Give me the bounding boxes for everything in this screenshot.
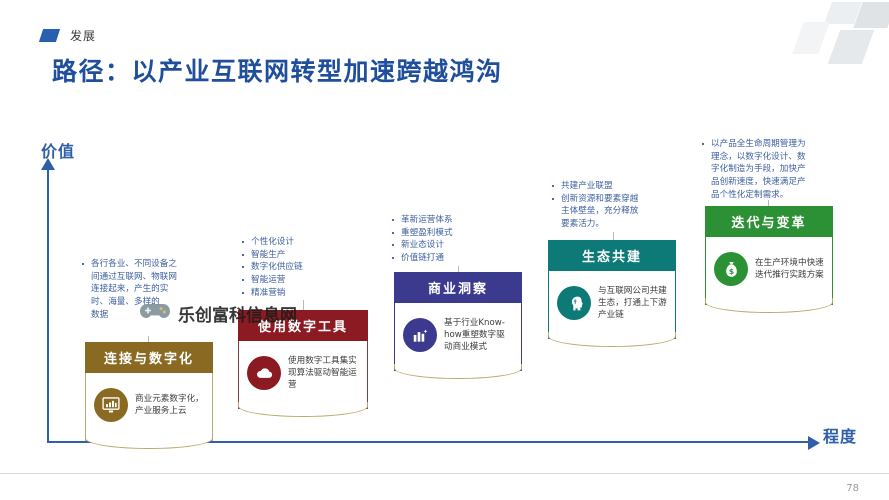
bullet-item: 主体壁垒，充分释放 bbox=[561, 206, 639, 217]
stage-card-body: 使用数字工具集实现算法驱动智能运营 bbox=[237, 341, 369, 417]
bullet-item: 智能运营 bbox=[240, 274, 360, 286]
money-bag-icon: $ bbox=[714, 252, 748, 286]
y-axis-line bbox=[47, 168, 49, 443]
bullet-item: 字化制造为手段，加快产 bbox=[711, 164, 806, 175]
bullet-item: 各行各业、不同设备之 bbox=[80, 258, 220, 270]
bullet-item: 共建产业联盟 bbox=[550, 180, 670, 192]
bullet-item: 连接起来，产生的实 bbox=[91, 284, 169, 295]
bullet-item: 间通过互联网、物联网 bbox=[91, 271, 177, 282]
diamond-shape-2 bbox=[853, 2, 889, 28]
diamond-shape-1 bbox=[823, 2, 863, 24]
x-axis-line bbox=[47, 441, 812, 443]
page-title: 路径：以产业互联网转型加速跨越鸿沟 bbox=[52, 57, 503, 86]
svg-text:$: $ bbox=[728, 266, 733, 275]
stage-card-description: 基于行业Know-how重塑数字驱动商业模式 bbox=[444, 317, 505, 353]
bullet-item: 要素活力。 bbox=[561, 219, 604, 230]
stage-card-body: 与互联网公司共建生态，打通上下游产业链 bbox=[547, 271, 677, 347]
bullet-item: 精准营销 bbox=[240, 287, 360, 299]
stage-card-title: 商业洞察 bbox=[394, 272, 522, 303]
stage-card-use-digital-tools[interactable]: 使用数字工具 使用数字工具集实现算法驱动智能运营 bbox=[237, 310, 369, 417]
bullet-item: 品创新速度，快速满足产 bbox=[711, 177, 806, 188]
stage-card-title: 生态共建 bbox=[548, 240, 676, 271]
kicker-label: 发展 bbox=[70, 29, 97, 43]
stage-bullets-ecosystem-cobuild: 共建产业联盟 创新资源和要素穿越 主体壁垒，充分释放 要素活力。 bbox=[550, 180, 670, 231]
connector-line bbox=[768, 200, 769, 206]
bar-chart-icon bbox=[403, 318, 437, 352]
stage-card-iterate-transform[interactable]: 迭代与变革 $ 在生产环境中快速迭代推行实践方案 bbox=[704, 206, 834, 313]
stage-bullets-use-digital-tools: 个性化设计 智能生产 数字化供应链 智能运营 精准营销 bbox=[240, 236, 360, 300]
decorative-diamonds bbox=[792, 0, 889, 72]
stage-card-ecosystem-cobuild[interactable]: 生态共建 与互联网公司共建生态，打通上下游产业链 bbox=[547, 240, 677, 347]
stage-bullets-connect-digitize: 各行各业、不同设备之 间通过互联网、物联网 连接起来，产生的实 时、海量、多样的… bbox=[80, 258, 220, 322]
bullet-item: 革新运营体系 bbox=[390, 214, 505, 226]
bullet-item: 数据 bbox=[91, 309, 109, 320]
stage-bullets-iterate-transform: 以产品全生命周期管理为 理念，以数字化设计、数 字化制造为手段，加快产 品创新速… bbox=[700, 138, 860, 202]
cloud-icon bbox=[247, 356, 281, 390]
stage-card-description: 商业元素数字化，产业服务上云 bbox=[135, 393, 204, 416]
y-axis-label: 价值 bbox=[41, 142, 76, 161]
stage-card-title: 迭代与变革 bbox=[705, 206, 833, 237]
slide-kicker: 发展 bbox=[38, 27, 97, 44]
bullet-item: 个性化设计 bbox=[240, 236, 360, 248]
footer-divider bbox=[0, 473, 889, 474]
stage-bullets-business-insight: 革新运营体系 重塑盈利模式 新业态设计 价值链打通 bbox=[390, 214, 505, 265]
bullet-item: 时、海量、多样的 bbox=[91, 297, 160, 308]
bullet-item: 新业态设计 bbox=[390, 239, 505, 251]
connector-line bbox=[303, 300, 304, 310]
stage-card-business-insight[interactable]: 商业洞察 基于行业Know-how重塑数字驱动商业模式 bbox=[393, 272, 523, 379]
bullet-item: 智能生产 bbox=[240, 249, 360, 261]
page-number: 78 bbox=[846, 483, 859, 494]
kicker-mark-icon bbox=[38, 29, 61, 42]
stage-card-description: 在生产环境中快速迭代推行实践方案 bbox=[755, 257, 824, 280]
stage-card-description: 使用数字工具集实现算法驱动智能运营 bbox=[288, 355, 357, 391]
stage-card-connect-digitize[interactable]: 连接与数字化 商业元素数字化，产业服务上云 bbox=[84, 342, 214, 449]
x-axis-label: 程度 bbox=[823, 427, 858, 446]
bullet-item: 重塑盈利模式 bbox=[390, 227, 505, 239]
stage-card-body: 基于行业Know-how重塑数字驱动商业模式 bbox=[393, 303, 523, 379]
connector-line bbox=[458, 266, 459, 274]
bullet-item: 理念，以数字化设计、数 bbox=[711, 151, 806, 162]
stage-card-body: $ 在生产环境中快速迭代推行实践方案 bbox=[704, 237, 834, 313]
bullet-item: 创新资源和要素穿越 bbox=[550, 193, 670, 205]
brain-head-icon bbox=[557, 286, 591, 320]
bullet-item: 价值链打通 bbox=[390, 252, 505, 264]
stage-card-title: 使用数字工具 bbox=[238, 310, 368, 341]
y-axis-arrow-icon bbox=[41, 158, 55, 170]
connector-line bbox=[613, 232, 614, 240]
bullet-item: 品个性化定制需求。 bbox=[711, 189, 789, 200]
bullet-item: 以产品全生命周期管理为 bbox=[700, 138, 860, 150]
monitor-chart-icon bbox=[94, 388, 128, 422]
x-axis-arrow-icon bbox=[808, 436, 820, 450]
diamond-shape-3 bbox=[792, 22, 830, 54]
diamond-shape-4 bbox=[827, 30, 875, 64]
stage-card-description: 与互联网公司共建生态，打通上下游产业链 bbox=[598, 285, 667, 321]
bullet-item: 数字化供应链 bbox=[240, 261, 360, 273]
stage-card-body: 商业元素数字化，产业服务上云 bbox=[84, 373, 214, 449]
stage-card-title: 连接与数字化 bbox=[85, 342, 213, 373]
